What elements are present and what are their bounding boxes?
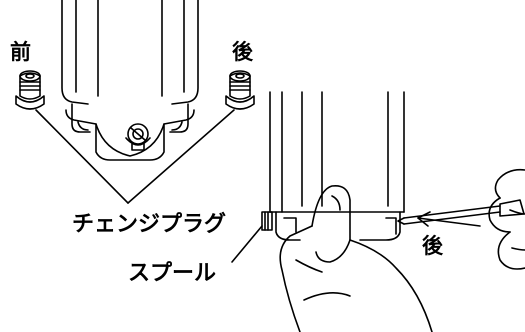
- change-plug-label: チェンジプラグ: [72, 212, 227, 237]
- spool-label: スプール: [128, 261, 217, 286]
- spool-screw-left: [125, 123, 151, 151]
- change-plug-rear: [225, 70, 255, 110]
- front-label: 前: [10, 40, 31, 64]
- leader-line-spool: [231, 225, 263, 263]
- reel-body-left: [61, 0, 199, 161]
- spool-screw-right: [261, 211, 273, 231]
- reel-body-right: [269, 91, 405, 241]
- left-hand: [279, 184, 433, 332]
- rear-arrow-label: 後: [422, 234, 443, 258]
- right-hand: [488, 168, 525, 270]
- screwdriver: [397, 199, 525, 225]
- leader-lines-change-plug: [35, 109, 235, 204]
- change-plug-front: [15, 70, 45, 110]
- rear-arrow: [417, 211, 481, 227]
- rear-label-top: 後: [232, 40, 253, 64]
